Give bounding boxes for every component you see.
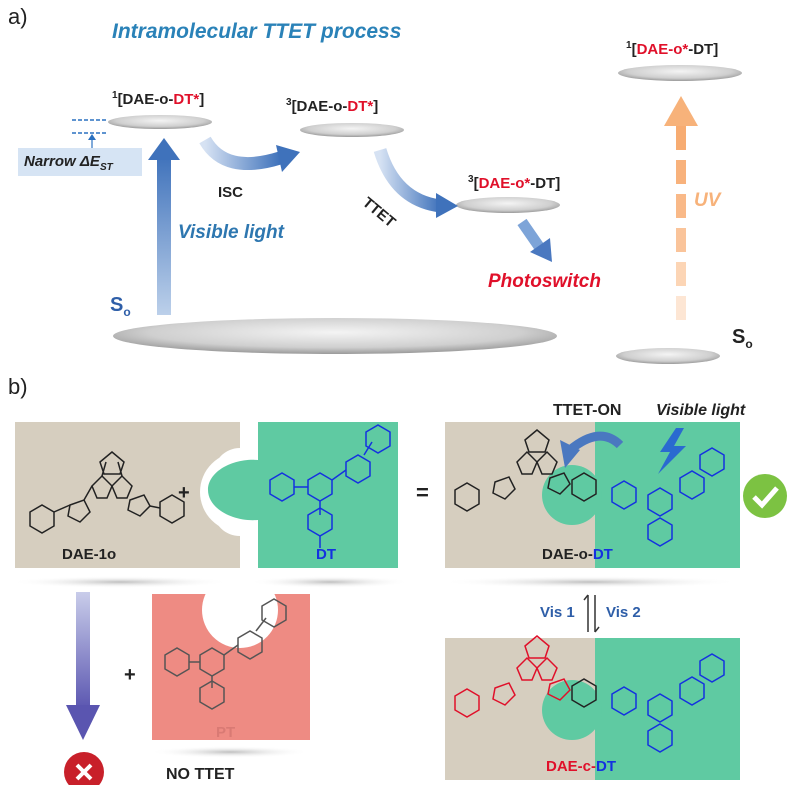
dt-label: DT: [316, 546, 336, 563]
pt-molecule: [164, 598, 287, 710]
photoswitch-label: Photoswitch: [488, 271, 601, 292]
s1-dt-level: [108, 115, 212, 129]
s0-right-label: So: [732, 326, 753, 351]
t1-dae-state-label: 3[DAE-o*-DT]: [468, 174, 561, 192]
s1-dae-level: [618, 65, 742, 81]
visible-light-b-label: Visible light: [656, 402, 746, 419]
dae1o-label: DAE-1o: [62, 546, 117, 563]
s0-label: So: [110, 294, 131, 319]
ttet-arrow: [373, 147, 442, 213]
s1-dt-state-label: 1[DAE-o-DT*]: [112, 90, 205, 108]
cross-icon: [64, 752, 104, 785]
vis2-label: Vis 2: [606, 604, 641, 621]
no-ttet-arrow: [76, 592, 90, 710]
dae-c-dt-teal: [595, 638, 740, 780]
pt-label: PT: [216, 724, 236, 741]
dae-o-dt-label: DAE-o-DT: [542, 546, 613, 563]
t1-dt-state-label: 3[DAE-o-DT*]: [286, 97, 379, 115]
dae-c-dt-molecule: [454, 635, 725, 753]
plus-sign-2: +: [124, 664, 136, 686]
no-ttet-label: NO TTET: [166, 766, 235, 783]
check-icon: [743, 474, 787, 518]
uv-label: UV: [694, 190, 721, 211]
s0-level: [113, 318, 557, 354]
vis1-label: Vis 1: [540, 604, 575, 621]
panel-b-label: b): [8, 374, 28, 399]
ttet-on-arrow: [567, 431, 624, 454]
dt-piece: [208, 422, 398, 568]
narrow-gap-label: Narrow ΔEST: [24, 153, 113, 173]
isc-arrow: [199, 136, 282, 171]
dae-o-dt-molecule: [454, 429, 725, 547]
visible-light-arrow: [157, 155, 171, 315]
equals-sign: =: [416, 480, 429, 505]
ttet-on-label: TTET-ON: [553, 402, 622, 419]
visible-light-label: Visible light: [178, 222, 284, 243]
s1-dae-state-label: 1[DAE-o*-DT]: [626, 40, 719, 58]
s0-right-level: [616, 348, 720, 364]
isc-label: ISC: [218, 184, 244, 201]
panel-a-label: a): [8, 4, 28, 29]
dae1o-molecule: [29, 451, 185, 534]
dt-molecule: [269, 424, 391, 548]
t1-dt-level: [300, 123, 404, 137]
plus-sign: +: [178, 482, 190, 504]
t1-dae-level: [456, 197, 560, 213]
lightning-icon: [658, 428, 686, 474]
uv-arrow: [664, 96, 698, 320]
dae-c-dt-label: DAE-c-DT: [546, 758, 617, 775]
panel-a-title: Intramolecular TTET process: [112, 20, 402, 43]
